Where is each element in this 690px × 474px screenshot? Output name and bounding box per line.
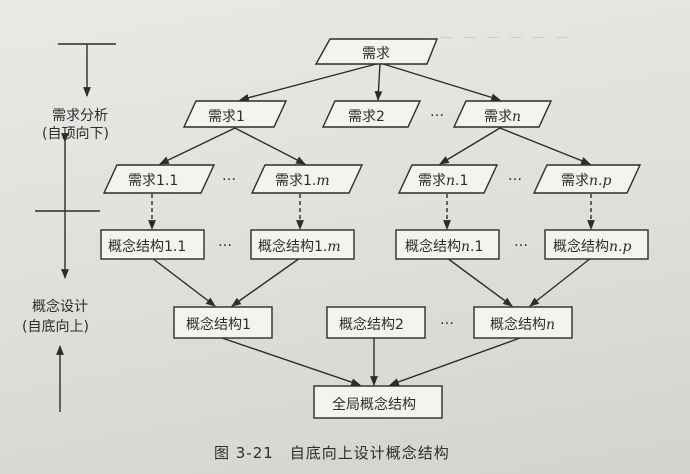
- node-req1m: [250, 164, 364, 194]
- node-csnp-label: 概念结构n.p: [553, 239, 632, 255]
- node-cs1m: [250, 229, 355, 260]
- ellipsis-level2-left: …: [222, 168, 236, 184]
- node-csn: [473, 306, 573, 339]
- arrow-root-req1: [239, 62, 381, 102]
- left-annotation-lines: [35, 43, 116, 412]
- node-req11: [102, 164, 216, 194]
- node-csn1: [395, 229, 500, 260]
- node-req1: [182, 100, 288, 128]
- label-top-down: (自顶向下): [42, 126, 109, 142]
- node-req2: [321, 100, 422, 128]
- node-req1-label: 需求1: [208, 109, 245, 125]
- node-req1m-label: 需求1.m: [275, 173, 330, 189]
- arrow-csn-global: [389, 337, 521, 386]
- node-csn1-label: 概念结构n.1: [405, 239, 484, 255]
- node-root-label: 需求: [362, 46, 390, 62]
- label-bottom-up: (自底向上): [22, 319, 89, 335]
- ellipsis-concept-left: …: [218, 234, 232, 250]
- arrow-reqn-reqn1: [439, 127, 501, 165]
- node-cs2-label: 概念结构2: [339, 317, 404, 333]
- node-reqn1: [397, 164, 499, 194]
- figure-caption: 图 3-21 自底向上设计概念结构: [214, 444, 450, 462]
- node-cs1m-label: 概念结构1.m: [258, 239, 341, 255]
- node-csnp: [544, 229, 649, 260]
- node-root: [314, 38, 439, 65]
- ellipsis-merge: …: [440, 312, 454, 328]
- node-req2-label: 需求2: [348, 109, 385, 125]
- connectors: [159, 62, 591, 165]
- arrow-reqn-reqnp: [499, 127, 591, 165]
- label-concept-design: 概念设计: [32, 299, 88, 315]
- arrow-req1-req11: [159, 127, 236, 165]
- concept-nodes: [100, 229, 649, 419]
- node-reqn1-label: 需求n.1: [418, 173, 469, 189]
- node-cs1-label: 概念结构1: [186, 317, 251, 333]
- background-text: — — — — — —: [440, 30, 572, 45]
- node-global: [313, 385, 443, 419]
- node-reqnp-label: 需求n.p: [561, 173, 612, 189]
- ellipsis-level2-right: …: [508, 168, 522, 184]
- ellipsis-concept-right: …: [514, 234, 528, 250]
- node-cs11: [100, 229, 205, 260]
- arrow-root-req2: [374, 62, 383, 101]
- node-cs2: [326, 306, 426, 339]
- node-cs1: [173, 306, 273, 339]
- node-reqn-label: 需求n: [484, 109, 522, 125]
- node-cs11-label: 概念结构1.1: [108, 239, 187, 255]
- arrow-req1-req1m: [234, 127, 306, 165]
- dashed-connectors: [148, 194, 595, 230]
- node-global-label: 全局概念结构: [332, 397, 416, 413]
- arrow-cs1m-cs1: [231, 257, 301, 307]
- arrow-csn1-csn: [446, 257, 513, 307]
- node-reqn: [452, 100, 553, 128]
- arrow-cs1-global: [221, 337, 361, 386]
- arrow-root-reqn: [379, 62, 501, 102]
- label-requirement-analysis: 需求分析: [52, 108, 108, 124]
- node-csn-label: 概念结构n: [490, 317, 556, 333]
- ellipsis-level1: …: [430, 104, 444, 120]
- node-reqnp: [532, 164, 642, 194]
- merge-connectors: [151, 257, 592, 386]
- requirement-nodes: [102, 38, 642, 194]
- arrow-csnp-csn: [529, 257, 592, 307]
- arrow-cs11-cs1: [151, 257, 216, 307]
- node-req11-label: 需求1.1: [128, 173, 179, 189]
